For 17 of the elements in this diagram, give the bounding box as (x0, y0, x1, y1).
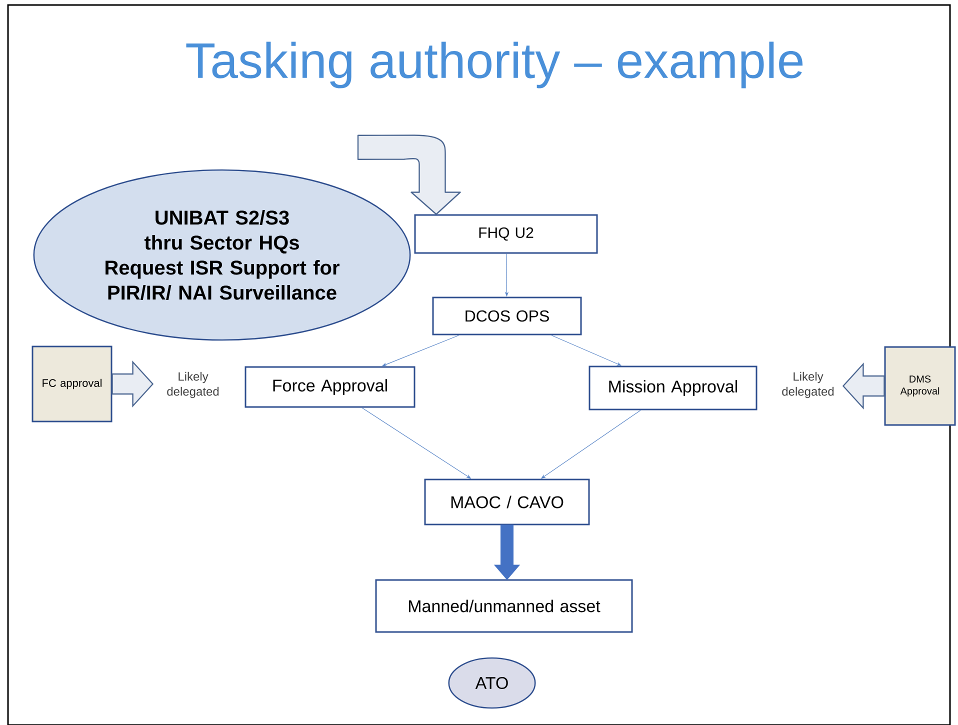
block-arrow (842, 362, 885, 410)
ellipse-node: ATO (448, 657, 536, 709)
process-box: DCOS OPS (432, 296, 582, 336)
note-text: Likely delegated (782, 372, 834, 398)
note-text: Likely delegated (167, 372, 219, 398)
block-arrow (357, 134, 461, 215)
process-box: MAOC / CAVO (424, 478, 590, 526)
block-arrow (494, 524, 520, 580)
process-box: Force Approval (244, 366, 416, 408)
process-box: Manned/unmanned asset (375, 579, 633, 633)
block-arrow (112, 360, 154, 408)
process-box: FC approval (32, 346, 112, 422)
process-box: DMS Approval (884, 346, 956, 426)
ellipse-node: UNIBAT S2/S3 thru Sector HQs Request ISR Support for PIR/IR/ NAI Surveillance (33, 169, 411, 341)
process-box: Mission Approval (588, 366, 758, 410)
process-box: FHQ U2 (414, 214, 598, 254)
title: Tasking authority – example (186, 42, 803, 88)
